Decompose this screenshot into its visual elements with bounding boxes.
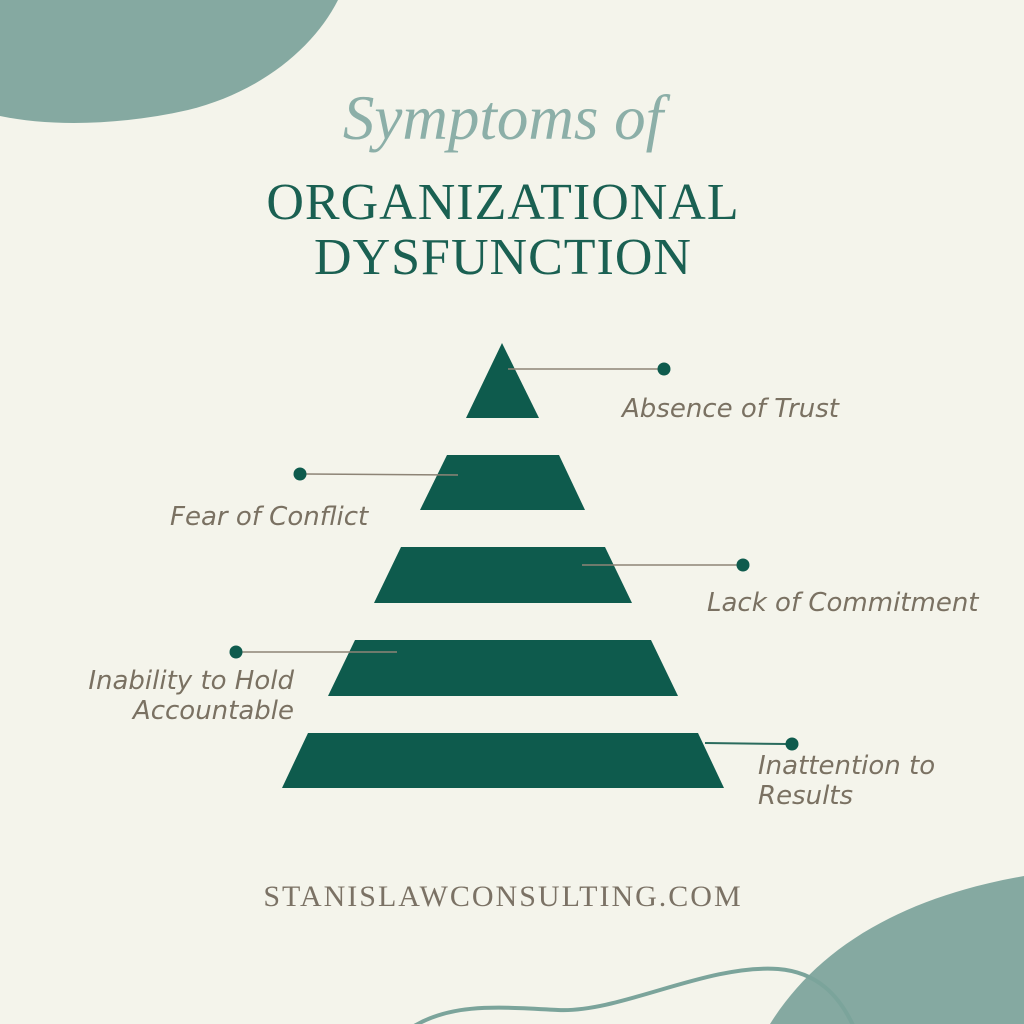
level-label-inability-to-hold-accountable: Inability to Hold Accountable [88, 666, 294, 726]
connector-dot-commitment [736, 558, 750, 572]
page-title: ORGANIZATIONAL DYSFUNCTION [0, 174, 1006, 286]
pyramid-level-3-shape [374, 547, 632, 603]
blob-top-left [0, 0, 338, 123]
pyramid-level-1-shape [466, 343, 539, 418]
connector-dot-accountable [229, 645, 243, 659]
connector-line-conflict [305, 473, 459, 476]
pyramid-level-5-shape [282, 733, 724, 788]
level-label-lack-of-commitment: Lack of Commitment [707, 588, 979, 618]
page-title-line-1: ORGANIZATIONAL [266, 174, 740, 231]
level-label-inattention-to-results: Inattention to Results [758, 751, 936, 811]
connector-dot-results [785, 737, 799, 751]
website-text: STANISLAWCONSULTING.COM [263, 880, 743, 913]
connector-dot-trust [657, 362, 671, 376]
level-label-absence-of-trust: Absence of Trust [622, 394, 839, 424]
eyebrow-title: Symptoms of [342, 83, 664, 153]
page-title-line-2: DYSFUNCTION [314, 228, 692, 286]
wave-line [413, 966, 855, 1024]
connector-line-results [704, 742, 787, 745]
pyramid-level-4-shape [328, 640, 678, 696]
level-label-fear-of-conflict: Fear of Conflict [170, 502, 369, 532]
pyramid-level-2-shape [420, 455, 585, 510]
blob-bottom-right [770, 876, 1024, 1024]
connector-dot-conflict [293, 467, 307, 481]
